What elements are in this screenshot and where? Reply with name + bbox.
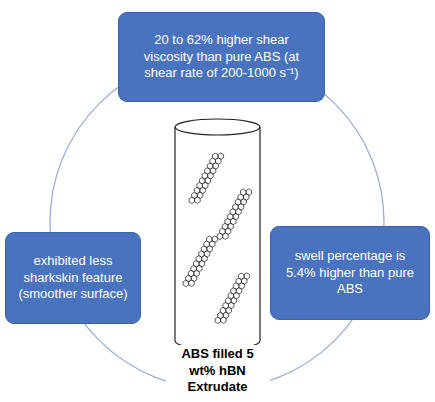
property-text: swell percentage is 5.4% higher than pur… [283,248,417,299]
property-box: 20 to 62% higher shear viscosity than pu… [118,12,325,102]
hbn-lattice [211,235,219,243]
extrudate-label: ABS filled 5 wt% hBN Extrudate [166,345,270,398]
property-text: 20 to 62% higher shear viscosity than pu… [131,32,312,83]
property-text: exhibited less sharkskin feature (smooth… [18,253,128,304]
hbn-flake [188,150,225,207]
hbn-lattice [245,188,253,196]
extrudate-cylinder: ABS filled 5 wt% hBN Extrudate [165,115,270,398]
cylinder-top [175,119,260,135]
hbn-lattice [243,272,251,280]
cylinder-body [175,127,260,349]
hbn-flake [182,233,219,290]
property-box: swell percentage is 5.4% higher than pur… [270,226,430,320]
hbn-flake [214,270,251,327]
cycle-ring [50,55,384,389]
property-box: exhibited less sharkskin feature (smooth… [5,232,141,324]
hbn-lattice [217,152,225,160]
hbn-flake [216,186,253,243]
